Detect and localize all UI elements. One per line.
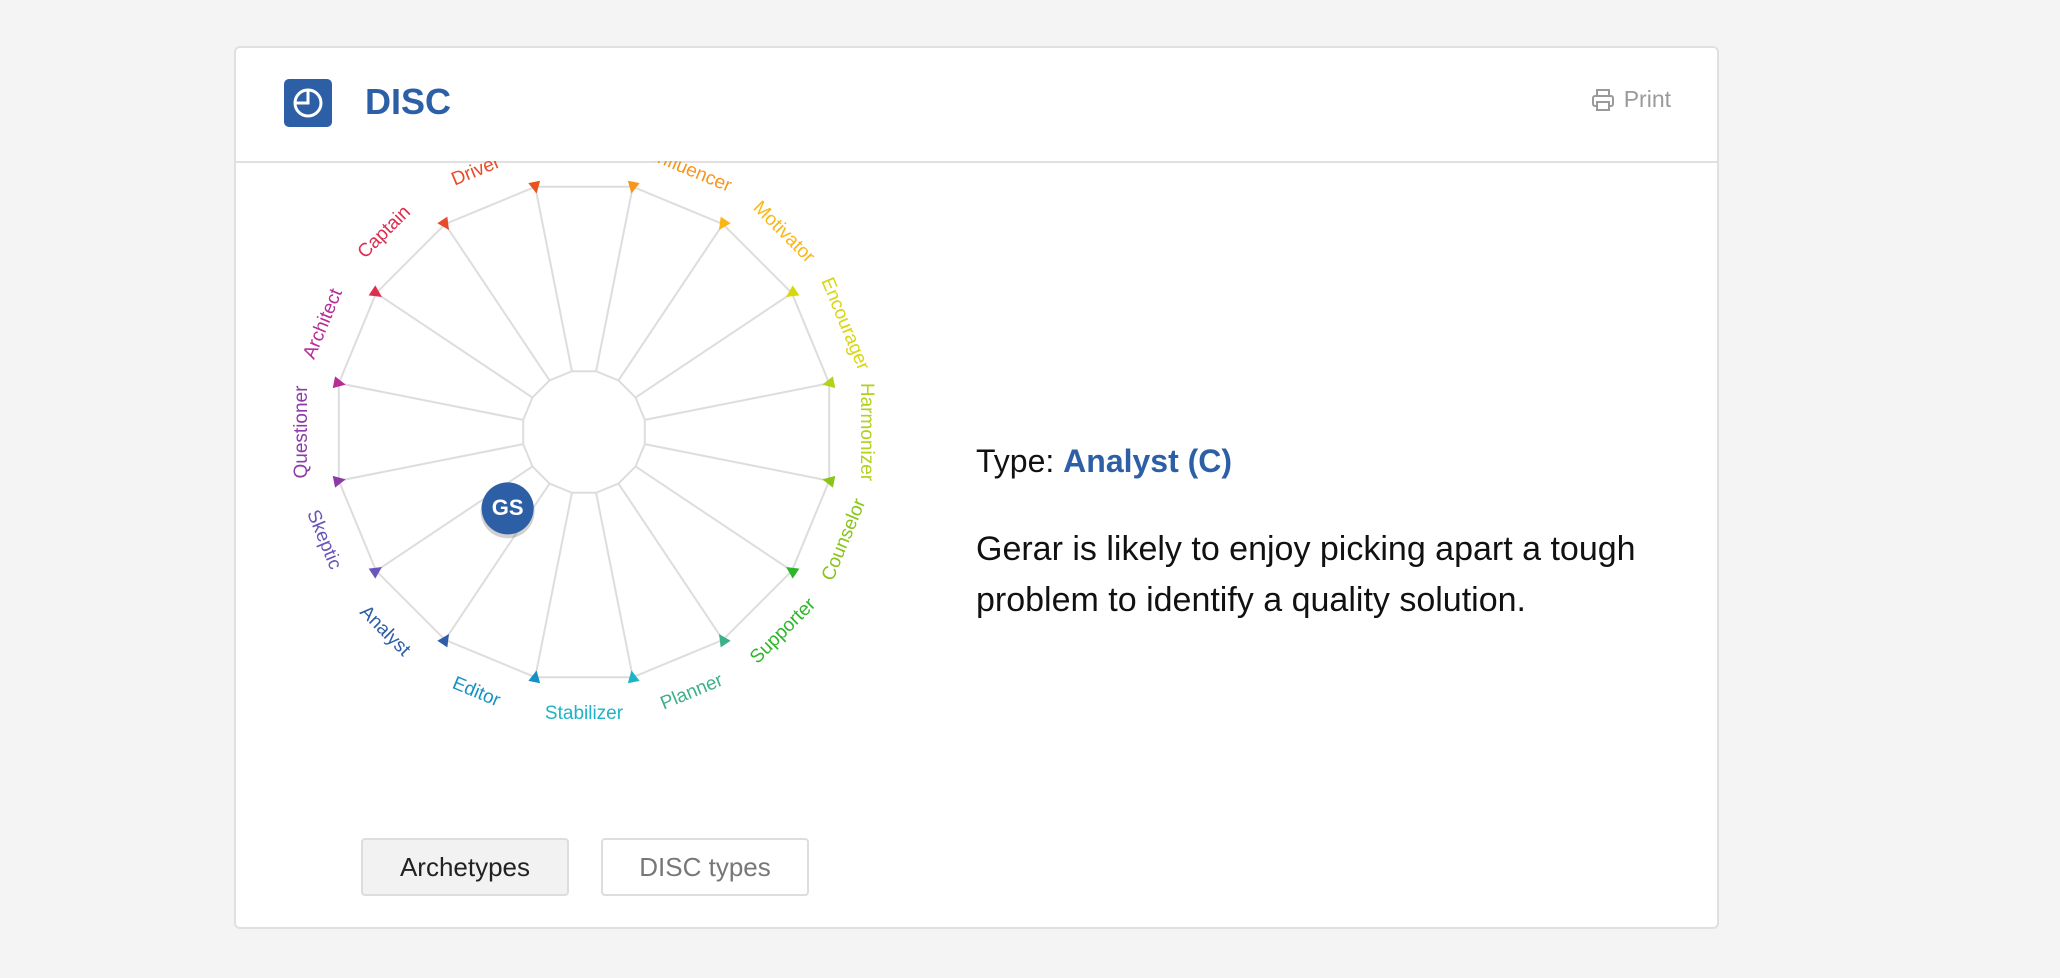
wheel-spoke	[534, 186, 573, 372]
wheel-outer-ring	[337, 185, 831, 679]
archetype-label: Influencer	[650, 161, 736, 197]
type-line: Type: Analyst (C)	[976, 441, 1232, 481]
archetype-label: Encourager	[816, 275, 873, 374]
archetypes-toggle-button[interactable]: Archetypes	[361, 838, 569, 896]
wheel-spoke	[338, 443, 524, 482]
wheel-inner-ring	[522, 370, 646, 494]
archetype-label: Driver	[448, 161, 503, 190]
wheel-spoke	[644, 382, 830, 421]
pie-chart-icon	[284, 79, 332, 127]
archetype-label: Motivator	[749, 197, 820, 268]
archetype-marker	[368, 285, 382, 297]
avatar-initials: GS	[492, 495, 524, 520]
archetype-marker	[368, 567, 382, 579]
type-label: Type:	[976, 443, 1055, 479]
wheel-spoke	[634, 465, 793, 572]
wheel-spoke	[338, 382, 524, 421]
archetype-label: Harmonizer	[856, 383, 877, 482]
wheel-spoke	[444, 223, 551, 382]
archetype-label: Planner	[657, 670, 726, 715]
archetype-label: Stabilizer	[545, 703, 624, 724]
wheel-spoke	[595, 492, 634, 678]
archetype-marker	[786, 567, 800, 579]
archetype-label: Captain	[354, 202, 415, 263]
archetype-marker	[332, 475, 346, 488]
archetype-label: Analyst	[355, 602, 414, 661]
page-title: DISC	[365, 81, 452, 122]
wheel-spoke	[534, 492, 573, 678]
archetype-marker	[332, 376, 346, 389]
archetype-marker	[528, 180, 541, 194]
user-avatar-marker[interactable]: GS	[480, 482, 535, 539]
print-label: Print	[1623, 86, 1671, 112]
wheel-spoke	[634, 292, 793, 399]
archetype-label: Questioner	[291, 385, 312, 479]
archetype-label: Editor	[449, 673, 504, 712]
archetype-marker	[627, 180, 640, 194]
archetype-marker	[437, 216, 449, 230]
type-value: Analyst (C)	[1063, 443, 1233, 479]
wheel-spoke	[595, 186, 634, 372]
card-header: DISC Print	[236, 48, 1717, 163]
archetype-label: Counselor	[818, 495, 871, 584]
wheel-spoke	[617, 223, 724, 382]
archetype-marker	[822, 475, 836, 488]
wheel-spoke	[644, 443, 830, 482]
archetype-marker	[822, 376, 836, 389]
archetype-marker	[719, 216, 731, 230]
wheel-spoke	[375, 292, 534, 399]
archetype-marker	[528, 670, 541, 684]
archetype-marker	[437, 634, 449, 648]
archetype-marker	[719, 634, 731, 648]
disc-card: DISC Print InitiatorInfluencerMotivatorE…	[234, 46, 1719, 929]
archetype-label: Skeptic	[302, 507, 345, 573]
archetype-wheel: InitiatorInfluencerMotivatorEncouragerHa…	[291, 161, 877, 724]
archetype-marker	[786, 285, 800, 297]
wheel-spoke	[617, 482, 724, 641]
printer-icon	[1590, 87, 1616, 113]
archetype-marker	[627, 670, 640, 684]
print-button[interactable]: Print	[1590, 86, 1671, 113]
archetype-label: Architect	[299, 285, 347, 362]
disc-types-toggle-button[interactable]: DISC types	[601, 838, 809, 896]
type-description: Gerar is likely to enjoy picking apart a…	[976, 530, 1636, 619]
